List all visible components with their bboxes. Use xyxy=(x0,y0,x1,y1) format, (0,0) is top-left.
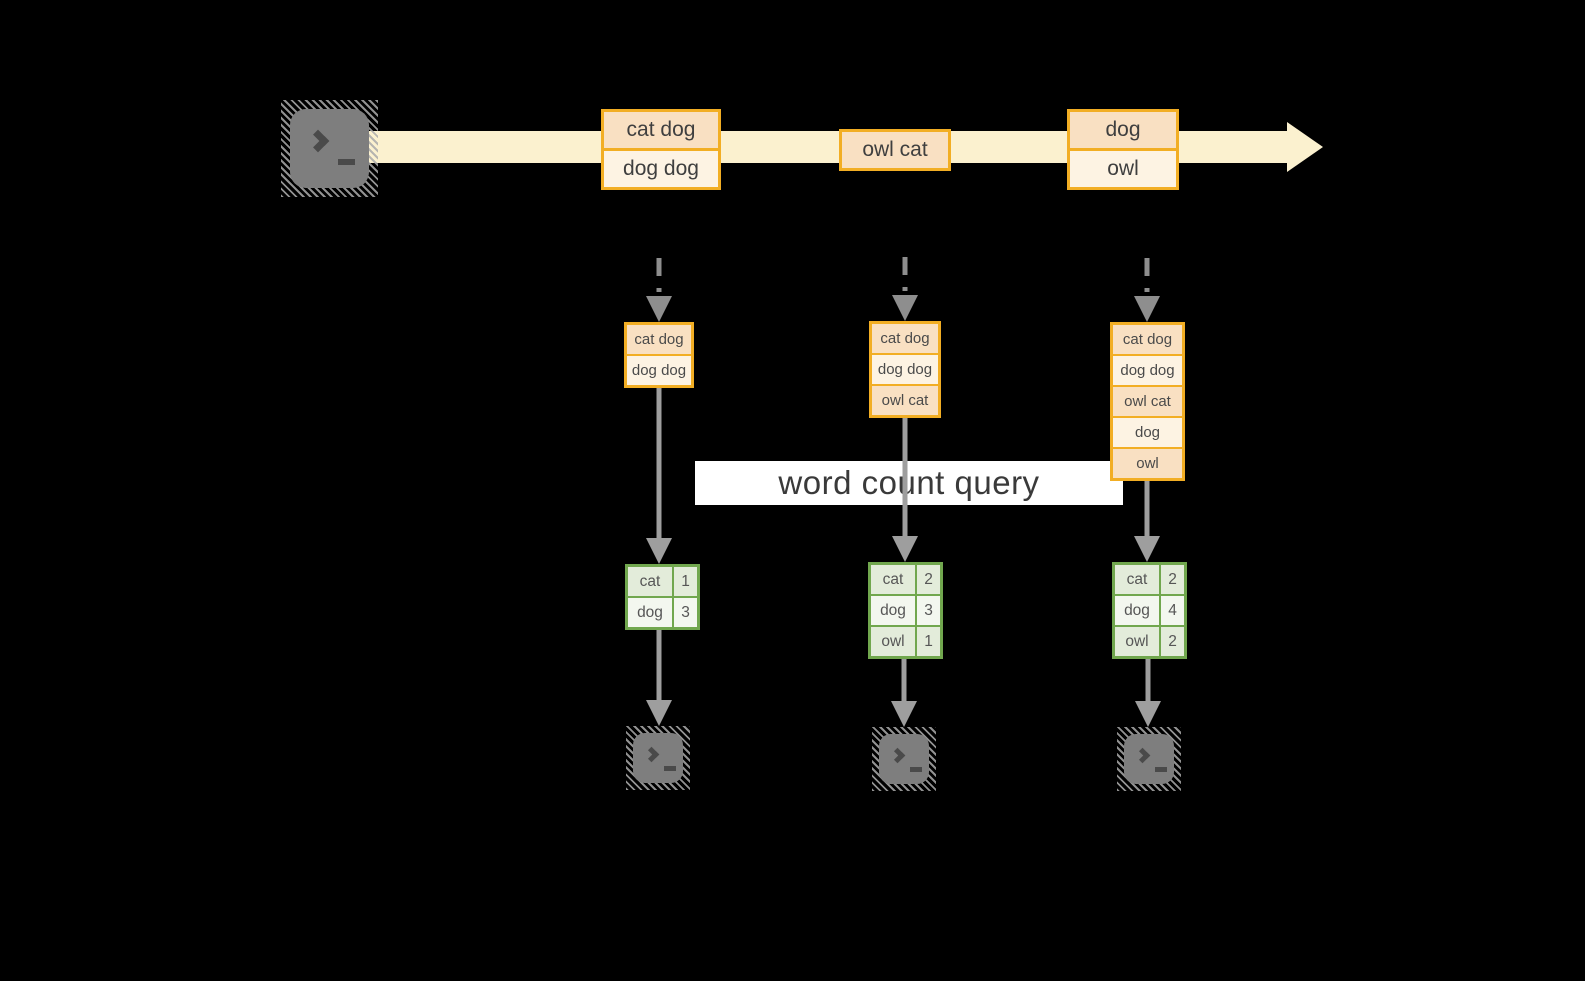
stack-line: owl xyxy=(1113,447,1182,478)
arrow-down-icon xyxy=(646,629,672,726)
prompt-underscore-icon xyxy=(664,766,676,771)
count-cell: 2 xyxy=(917,565,940,594)
prompt-chevron-icon xyxy=(1134,747,1151,764)
word-count-table-3: cat 2 dog 4 owl 2 xyxy=(1112,562,1187,659)
arrow-down-icon xyxy=(1134,478,1160,562)
arrow-head xyxy=(646,700,672,726)
sink-terminal-icon xyxy=(1117,727,1181,791)
prompt-underscore-icon xyxy=(910,767,922,772)
dashed-arrow-icon xyxy=(1134,258,1160,322)
count-cell: 1 xyxy=(674,567,697,596)
stream-batch-3: dog owl xyxy=(1067,109,1179,190)
word-cell: dog xyxy=(871,596,917,625)
input-stack-3: cat dog dog dog owl cat dog owl xyxy=(1110,322,1185,481)
table-row: owl 2 xyxy=(1115,625,1184,656)
word-cell: owl xyxy=(1115,627,1161,656)
stream-batch-1: cat dog dog dog xyxy=(601,109,721,190)
arrow-shaft xyxy=(1145,658,1151,703)
table-row: cat 2 xyxy=(871,565,940,594)
prompt-chevron-icon xyxy=(306,129,330,153)
terminal-icon xyxy=(1124,734,1174,784)
batch-line: cat dog xyxy=(604,112,718,148)
terminal-icon xyxy=(879,734,929,784)
arrow-shaft xyxy=(1144,478,1150,538)
arrow-head xyxy=(646,296,672,322)
dashed-arrow-icon xyxy=(892,257,918,321)
query-banner: word count query xyxy=(695,461,1123,505)
count-cell: 2 xyxy=(1161,627,1184,656)
table-row: cat 1 xyxy=(628,567,697,596)
arrow-down-icon xyxy=(891,658,917,727)
stack-line: cat dog xyxy=(627,325,691,354)
table-row: dog 3 xyxy=(628,596,697,627)
stack-line: dog dog xyxy=(1113,354,1182,385)
sink-terminal-icon xyxy=(626,726,690,790)
arrow-head xyxy=(1134,296,1160,322)
batch-line: owl xyxy=(1070,148,1176,187)
arrow-head xyxy=(646,538,672,564)
count-cell: 2 xyxy=(1161,565,1184,594)
prompt-underscore-icon xyxy=(1155,767,1167,772)
prompt-chevron-icon xyxy=(889,747,906,764)
arrow-shaft xyxy=(656,386,662,540)
stack-line: cat dog xyxy=(1113,325,1182,354)
count-cell: 3 xyxy=(917,596,940,625)
stack-line: cat dog xyxy=(872,324,938,353)
stack-line: owl cat xyxy=(1113,385,1182,416)
stack-line: dog dog xyxy=(627,354,691,385)
arrow-head xyxy=(892,295,918,321)
source-terminal-icon xyxy=(281,100,378,197)
sink-terminal-icon xyxy=(872,727,936,791)
arrow-head xyxy=(892,536,918,562)
dashed-arrow-icon xyxy=(646,258,672,322)
table-row: cat 2 xyxy=(1115,565,1184,594)
input-stack-1: cat dog dog dog xyxy=(624,322,694,388)
batch-line: owl cat xyxy=(842,132,948,168)
word-cell: cat xyxy=(871,565,917,594)
table-row: owl 1 xyxy=(871,625,940,656)
stream-arrowhead xyxy=(1287,122,1323,172)
arrow-head xyxy=(891,701,917,727)
arrow-down-icon xyxy=(892,416,918,562)
word-cell: dog xyxy=(628,598,674,627)
stack-line: dog dog xyxy=(872,353,938,384)
batch-line: dog xyxy=(1070,112,1176,148)
input-stack-2: cat dog dog dog owl cat xyxy=(869,321,941,418)
arrow-head xyxy=(1135,701,1161,727)
arrow-down-icon xyxy=(646,386,672,564)
prompt-underscore-icon xyxy=(338,159,355,165)
prompt-chevron-icon xyxy=(643,746,660,763)
arrow-shaft xyxy=(902,257,908,291)
word-count-table-2: cat 2 dog 3 owl 1 xyxy=(868,562,943,659)
word-cell: dog xyxy=(1115,596,1161,625)
query-label: word count query xyxy=(778,464,1040,501)
arrow-shaft xyxy=(1144,258,1150,292)
word-cell: cat xyxy=(1115,565,1161,594)
arrow-shaft xyxy=(902,416,908,538)
arrow-down-icon xyxy=(1135,658,1161,727)
batch-line: dog dog xyxy=(604,148,718,187)
table-row: dog 3 xyxy=(871,594,940,625)
arrow-shaft xyxy=(656,629,662,702)
terminal-icon xyxy=(633,733,683,783)
arrow-shaft xyxy=(901,658,907,703)
stack-line: owl cat xyxy=(872,384,938,415)
count-cell: 3 xyxy=(674,598,697,627)
terminal-icon xyxy=(290,109,369,188)
word-cell: cat xyxy=(628,567,674,596)
arrow-shaft xyxy=(656,258,662,292)
stream-batch-2: owl cat xyxy=(839,129,951,171)
table-row: dog 4 xyxy=(1115,594,1184,625)
count-cell: 4 xyxy=(1161,596,1184,625)
stack-line: dog xyxy=(1113,416,1182,447)
arrow-head xyxy=(1134,536,1160,562)
count-cell: 1 xyxy=(917,627,940,656)
word-cell: owl xyxy=(871,627,917,656)
word-count-table-1: cat 1 dog 3 xyxy=(625,564,700,630)
